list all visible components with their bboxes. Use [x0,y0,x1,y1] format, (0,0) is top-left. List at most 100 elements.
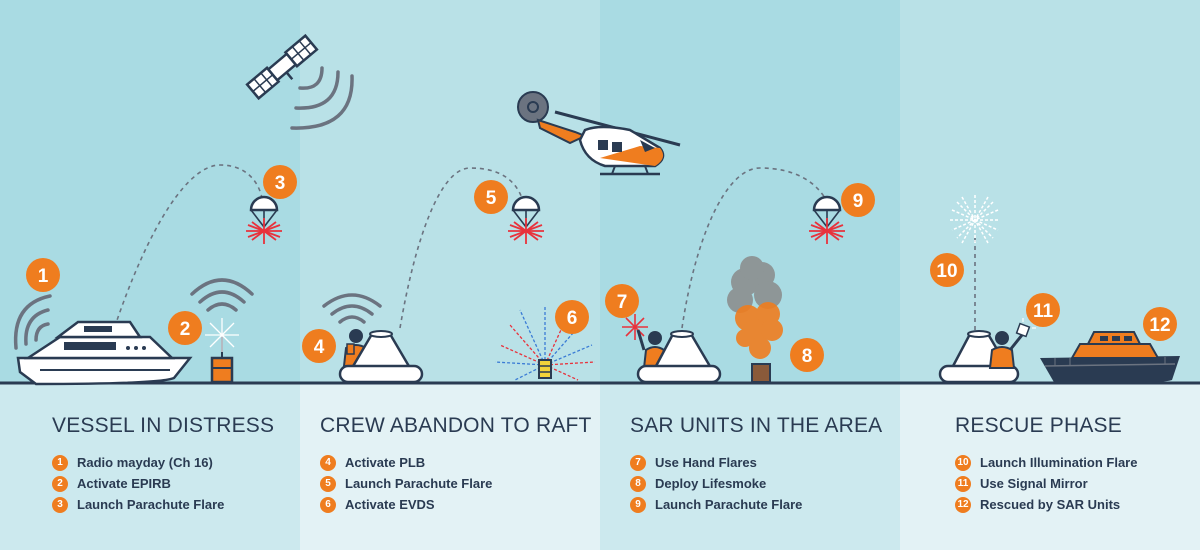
signal-mirror-icon [1015,316,1036,338]
step-item: 9 Launch Parachute Flare [630,494,900,515]
step-item: 7 Use Hand Flares [630,452,900,473]
step-item: 6 Activate EVDS [320,494,600,515]
scene-badge-8: 8 [790,338,824,372]
helicopter-icon [517,91,681,176]
svg-text:5: 5 [486,188,497,209]
plb-signal-waves [322,293,382,324]
step-number-badge: 12 [955,496,971,513]
step-item: 5 Launch Parachute Flare [320,473,600,494]
scene-badge-2: 2 [168,311,202,345]
phase-panel-2: CREW ABANDON TO RAFT 4 Activate PLB 5 Laun… [300,384,600,550]
parachute-flare-icon [246,195,282,244]
step-number-badge: 4 [320,454,336,471]
signal-mirror-person-icon [988,331,1024,369]
svg-text:6: 6 [567,308,578,329]
step-number-badge: 7 [630,454,646,471]
phase-panel-4: RESCUE PHASE 10 Launch Illumination Flare… [900,384,1200,550]
step-item: 8 Deploy Lifesmoke [630,473,900,494]
epirb-signal-waves [190,278,254,312]
phase-title: VESSEL IN DISTRESS [52,414,275,437]
step-label: Use Signal Mirror [980,476,1088,491]
step-number-badge: 1 [52,454,68,471]
lifesmoke-icon [727,256,783,383]
panel-4-text-bg [900,384,1200,550]
scene-badge-12: 12 [1143,307,1177,341]
step-number-badge: 10 [955,454,971,471]
svg-text:4: 4 [314,337,325,358]
step-label: Launch Parachute Flare [77,497,225,512]
scene-badge-3: 3 [263,165,297,199]
panel-1-text-bg [0,384,300,550]
step-item: 4 Activate PLB [320,452,600,473]
step-number-badge: 11 [955,475,971,492]
phase-panel-1: VESSEL IN DISTRESS 1 Radio mayday (Ch 16)… [0,384,300,550]
phase-title: SAR UNITS IN THE AREA [630,414,883,437]
step-label: Activate PLB [345,455,426,470]
phase-panel-3: SAR UNITS IN THE AREA 7 Use Hand Flares 8… [600,384,900,550]
step-number-badge: 5 [320,475,336,492]
phase-title: RESCUE PHASE [955,414,1122,437]
svg-text:12: 12 [1149,315,1170,336]
step-label: Launch Illumination Flare [980,455,1138,470]
scene-badge-5: 5 [474,180,508,214]
panel-1-sky [0,0,300,384]
step-label: Activate EVDS [345,497,435,512]
scene-badge-4: 4 [302,329,336,363]
scene-badge-10: 10 [930,253,964,287]
satellite-icon [245,33,319,101]
step-number-badge: 6 [320,496,336,513]
scene-badge-7: 7 [605,284,639,318]
step-item: 1 Radio mayday (Ch 16) [52,452,300,473]
step-number-badge: 9 [630,496,646,513]
step-label: Launch Parachute Flare [345,476,493,491]
svg-text:11: 11 [1033,301,1054,322]
scene-badge-6: 6 [555,300,589,334]
phase-title: CREW ABANDON TO RAFT [320,414,592,437]
life-raft-icon [636,330,722,384]
evds-icon [494,305,596,381]
step-label: Radio mayday (Ch 16) [77,455,213,470]
parachute-flare-icon [508,195,544,244]
step-item: 3 Launch Parachute Flare [52,494,300,515]
hand-flare-icon [622,314,648,351]
life-raft-icon [338,330,424,384]
panel-3-text-bg [600,384,900,550]
panel-2-text-bg [300,384,600,550]
step-item: 10 Launch Illumination Flare [955,452,1200,473]
epirb-icon [205,318,239,384]
svg-text:9: 9 [853,191,864,212]
step-label: Use Hand Flares [655,455,757,470]
yacht-icon [16,320,193,386]
step-list: 7 Use Hand Flares 8 Deploy Lifesmoke 9 Laun… [630,452,900,515]
svg-text:2: 2 [180,319,191,340]
step-item: 2 Activate EPIRB [52,473,300,494]
step-list: 10 Launch Illumination Flare 11 Use Signal… [955,452,1200,515]
svg-text:7: 7 [617,292,628,313]
step-label: Launch Parachute Flare [655,497,803,512]
step-item: 11 Use Signal Mirror [955,473,1200,494]
step-item: 12 Rescued by SAR Units [955,494,1200,515]
yacht-radio-waves [13,294,52,350]
step-number-badge: 2 [52,475,68,492]
step-label: Activate EPIRB [77,476,171,491]
step-number-badge: 8 [630,475,646,492]
flare-trajectories [111,164,976,336]
svg-text:8: 8 [802,346,813,367]
parachute-flare-icon [809,195,845,244]
step-number-badge: 3 [52,496,68,513]
scene-badge-9: 9 [841,183,875,217]
panel-2-sky [300,0,600,384]
satellite-signal-waves [290,66,354,130]
step-label: Rescued by SAR Units [980,497,1121,512]
rescue-vessel-icon [1040,331,1180,384]
step-label: Deploy Lifesmoke [655,476,767,491]
svg-text:10: 10 [936,261,957,282]
scene-badge-1: 1 [26,258,60,292]
illumination-flare-icon [950,195,1000,245]
svg-text:3: 3 [275,173,286,194]
scene-badge-11: 11 [1026,293,1060,327]
